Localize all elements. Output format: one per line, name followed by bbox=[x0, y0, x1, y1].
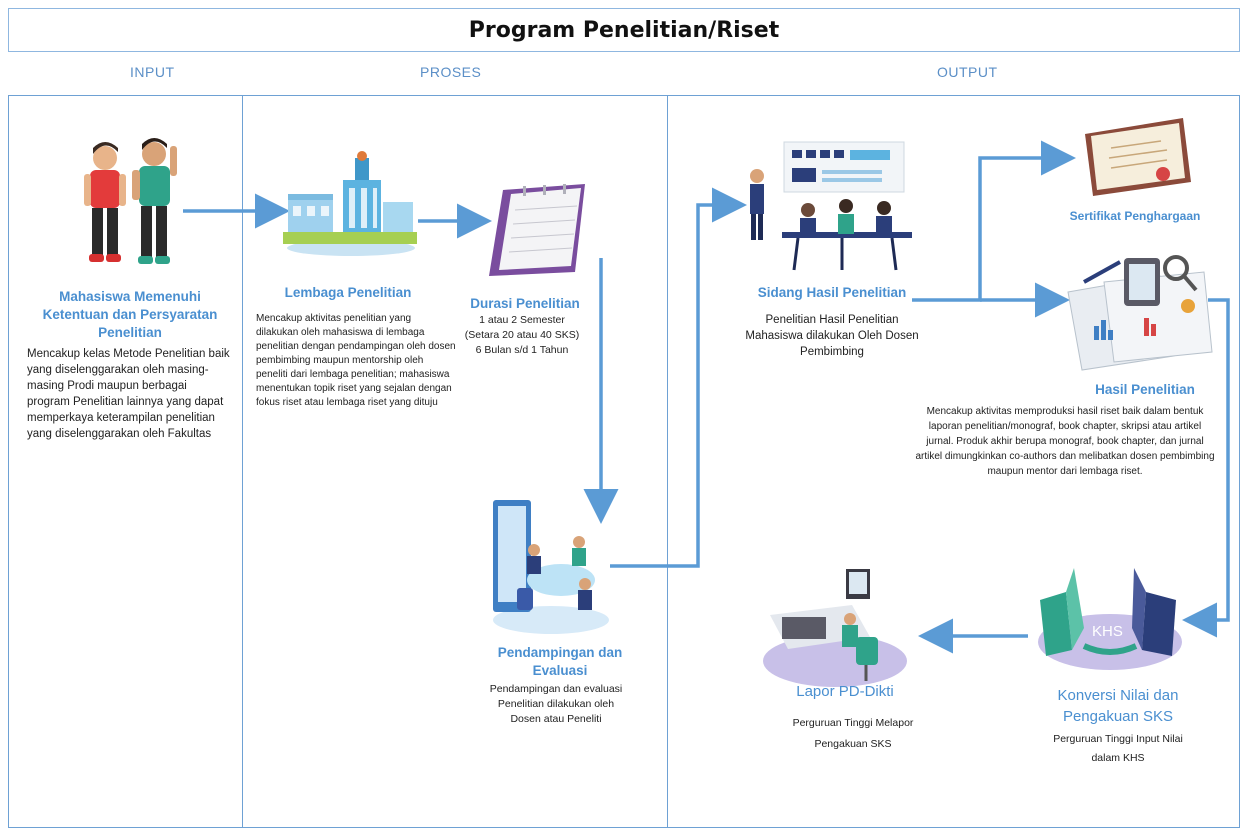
stage-title-lembaga: Lembaga Penelitian bbox=[284, 285, 412, 300]
stage-title-sidang: Sidang Hasil Penelitian bbox=[757, 285, 907, 300]
stage-title-hasil: Hasil Penelitian bbox=[1095, 382, 1195, 397]
column-header-input: INPUT bbox=[130, 64, 175, 80]
diagram-title: Program Penelitian/Riset bbox=[468, 17, 780, 43]
building-illustration bbox=[283, 151, 417, 256]
diagram-title-box: Program Penelitian/Riset bbox=[8, 8, 1240, 52]
stage-title-konversi: Konversi Nilai dan Pengakuan SKS bbox=[1057, 687, 1179, 725]
certificate-illustration bbox=[1085, 118, 1191, 196]
khs-badge: KHS bbox=[1092, 623, 1123, 640]
research-report-illustration bbox=[1067, 255, 1213, 371]
students-illustration bbox=[84, 138, 177, 264]
stage-desc-hasil: Mencakup aktivitas memproduksi hasil ris… bbox=[915, 406, 1215, 477]
stage-desc-pendampingan: Pendampingan dan evaluasi Penelitian dil… bbox=[489, 683, 623, 725]
column-header-output: OUTPUT bbox=[937, 64, 998, 80]
calendar-illustration bbox=[489, 184, 585, 276]
presentation-illustration bbox=[750, 141, 912, 271]
stage-desc-durasi-2: (Setara 20 atau 40 SKS) bbox=[464, 329, 580, 341]
column-header-proses: PROSES bbox=[420, 64, 482, 80]
stage-title-durasi: Durasi Penelitian bbox=[470, 296, 580, 311]
stage-title-pendampingan: Pendampingan dan Evaluasi bbox=[497, 645, 623, 678]
workstation-illustration bbox=[763, 569, 907, 687]
stage-desc-konversi: Perguruan Tinggi Input Nilai dalam KHS bbox=[1053, 733, 1183, 764]
khs-illustration: KHS bbox=[1038, 568, 1182, 670]
stage-desc-lembaga: Mencakup aktivitas penelitian yang dilak… bbox=[256, 313, 456, 408]
stage-desc-mahasiswa: Mencakup kelas Metode Penelitian baik ya… bbox=[27, 348, 230, 440]
stage-desc-lapor: Perguruan Tinggi Melapor Pengakuan SKS bbox=[792, 717, 914, 750]
stage-title-lapor: Lapor PD-Dikti bbox=[796, 683, 894, 700]
meeting-illustration bbox=[493, 500, 609, 634]
stage-desc-sidang: Penelitian Hasil Penelitian Mahasiswa di… bbox=[745, 314, 919, 358]
stage-desc-durasi-3: 6 Bulan s/d 1 Tahun bbox=[475, 344, 569, 356]
stage-title-sertifikat: Sertifikat Penghargaan bbox=[1069, 209, 1201, 223]
stage-desc-durasi-1: 1 atau 2 Semester bbox=[479, 314, 565, 326]
stage-title-mahasiswa: Mahasiswa Memenuhi Ketentuan dan Persyar… bbox=[42, 289, 218, 340]
